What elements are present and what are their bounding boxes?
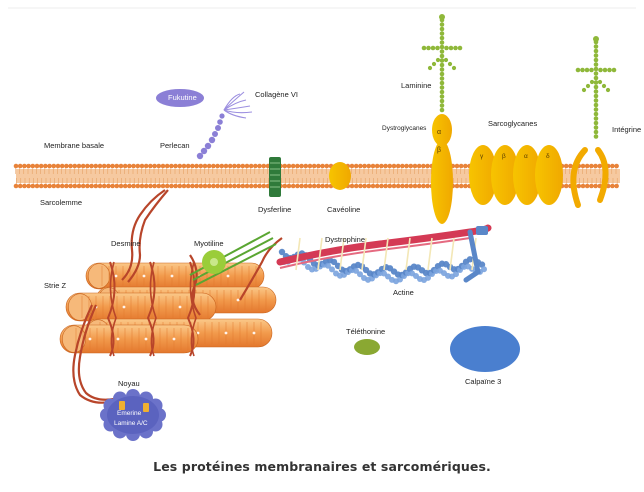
desmine-label: Desmine <box>111 240 141 248</box>
laminine-label: Laminine <box>401 82 431 90</box>
caveoline-label: Cavéoline <box>327 206 360 214</box>
emerine-label: Emerine <box>117 411 141 418</box>
telethonine-label: Téléthonine <box>346 328 385 336</box>
membrane-basale-label: Membrane basale <box>44 142 104 150</box>
dystroglycanes-label: Dystroglycanes <box>382 126 426 133</box>
actine-label: Actine <box>393 289 414 297</box>
collagene-label: Collagène VI <box>255 91 298 99</box>
beta-label-2: β <box>502 153 506 160</box>
integrine-laminine-shape <box>576 36 617 139</box>
alpha-label-2: α <box>524 153 528 160</box>
calpaine-shape <box>450 326 520 372</box>
figure-caption: Les protéines membranaires et sarcomériq… <box>0 459 644 474</box>
collagene-perlecan-shape <box>197 92 252 159</box>
delta-label: δ <box>546 153 550 160</box>
beta-label: β <box>437 147 441 154</box>
myotiline-label: Myotiline <box>194 240 224 248</box>
fukutine-label: Fukutine <box>168 94 197 102</box>
calpaine-label: Calpaïne 3 <box>465 378 501 386</box>
alpha-label: α <box>437 129 441 136</box>
lamine-label: Lamine A/C <box>114 421 148 428</box>
sarcolemme-label: Sarcolemme <box>40 199 82 207</box>
telethonine-shape <box>354 339 380 355</box>
myofibril-bundle <box>60 262 276 356</box>
laminine-shape <box>422 14 463 112</box>
strie-z-label: Strie Z <box>44 282 66 290</box>
perlecan-label: Perlecan <box>160 142 190 150</box>
dysferline-label: Dysferline <box>258 206 291 214</box>
dystrophine-label: Dystrophine <box>325 236 365 244</box>
noyau-label: Noyau <box>118 380 140 388</box>
integrine-label: Intégrine <box>612 126 641 134</box>
caveoline-shape <box>329 162 351 190</box>
dysferline-shape <box>269 157 281 197</box>
sarcoglycanes-label: Sarcoglycanes <box>488 120 537 128</box>
dystroglycanes-shape <box>431 114 453 224</box>
